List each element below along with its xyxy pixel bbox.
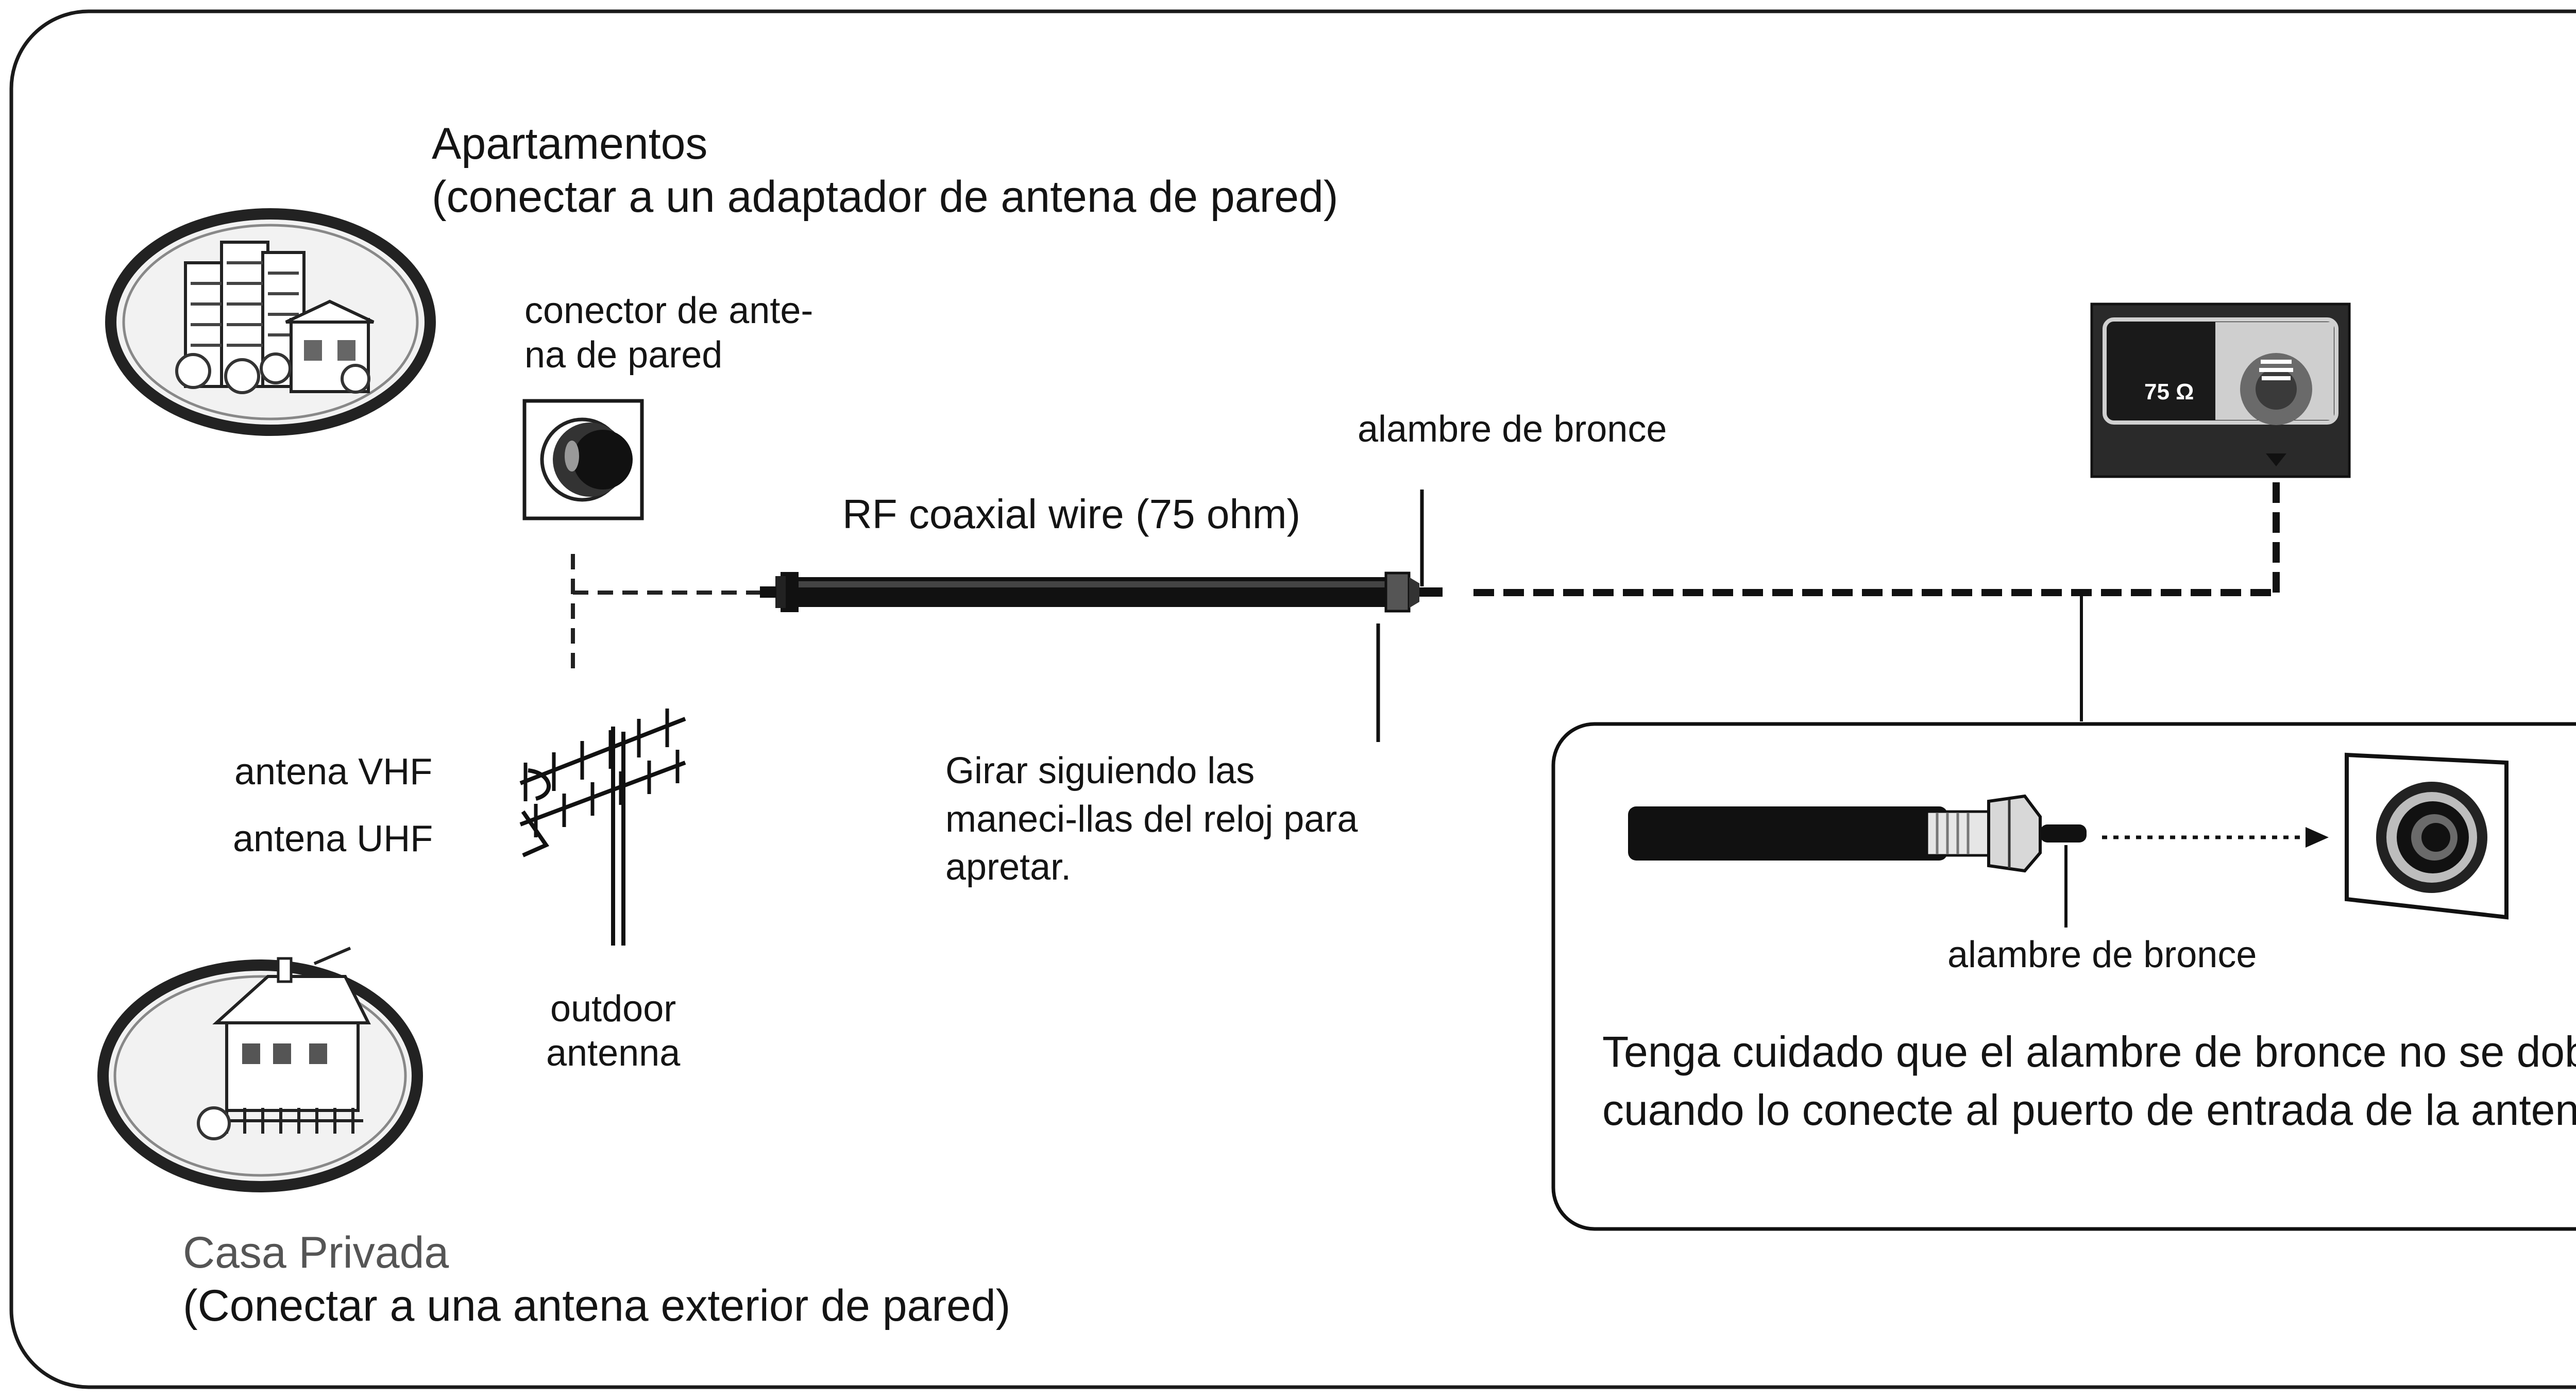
outdoor-antenna-line2: antenna: [546, 1033, 681, 1074]
antenna-dashed-link: [571, 554, 770, 670]
tighten-line1: Girar siguiendo las: [945, 750, 1255, 791]
uhf-antenna-label: antena UHF: [233, 818, 433, 859]
private-house-subtitle: (Conectar a una antena exterior de pared…: [183, 1281, 1011, 1331]
brass-wire-top-label: alambre de bronce: [1358, 409, 1667, 450]
wall-connector-line1: conector de ante-: [524, 290, 814, 331]
outer-frame: [9, 9, 2576, 1389]
detail-wall-socket-icon: [2345, 752, 2509, 920]
detail-brass-wire-label: alambre de bronce: [1947, 934, 2257, 975]
wall-connector-label: conector de ante- na de pared: [524, 289, 813, 378]
outdoor-antenna-label: outdoor antenna: [546, 987, 680, 1076]
private-house-heading: Casa Privada (Conectar a una antena exte…: [183, 1226, 1010, 1333]
outdoor-antenna-icon: [519, 709, 686, 946]
tighten-line2: maneci-llas del reloj para: [945, 798, 1358, 840]
cable-to-tv-dashed-line: [1473, 482, 2280, 596]
private-house-icon: [97, 947, 423, 1192]
wall-socket-icon: [522, 399, 644, 520]
tv-panel-impedance-label: 75 Ω: [2144, 379, 2194, 404]
detail-warning-note: Tenga cuidado que el alambre de bronce n…: [1602, 1027, 2576, 1135]
detail-coax-connector-icon: [1628, 794, 2087, 873]
private-house-title: Casa Privada: [183, 1228, 449, 1277]
apartments-title: Apartamentos: [432, 119, 708, 168]
tighten-line3: apretar.: [945, 847, 1072, 888]
apartments-subtitle: (conectar a un adaptador de antena de pa…: [432, 172, 1338, 222]
tv-antenna-input-panel: [2090, 302, 2351, 478]
outdoor-antenna-line1: outdoor: [550, 988, 676, 1030]
apartment-buildings-icon: [105, 208, 436, 436]
vhf-antenna-label: antena VHF: [234, 751, 433, 793]
coax-wire-label: RF coaxial wire (75 ohm): [842, 491, 1301, 537]
coaxial-cable-icon: [760, 571, 1443, 613]
tighten-instruction: Girar siguiendo las maneci-llas del relo…: [945, 747, 1358, 892]
apartments-heading: Apartamentos (conectar a un adaptador de…: [432, 117, 1338, 224]
detail-dotted-arrow: [2102, 827, 2329, 848]
wall-connector-line2: na de pared: [524, 334, 723, 376]
